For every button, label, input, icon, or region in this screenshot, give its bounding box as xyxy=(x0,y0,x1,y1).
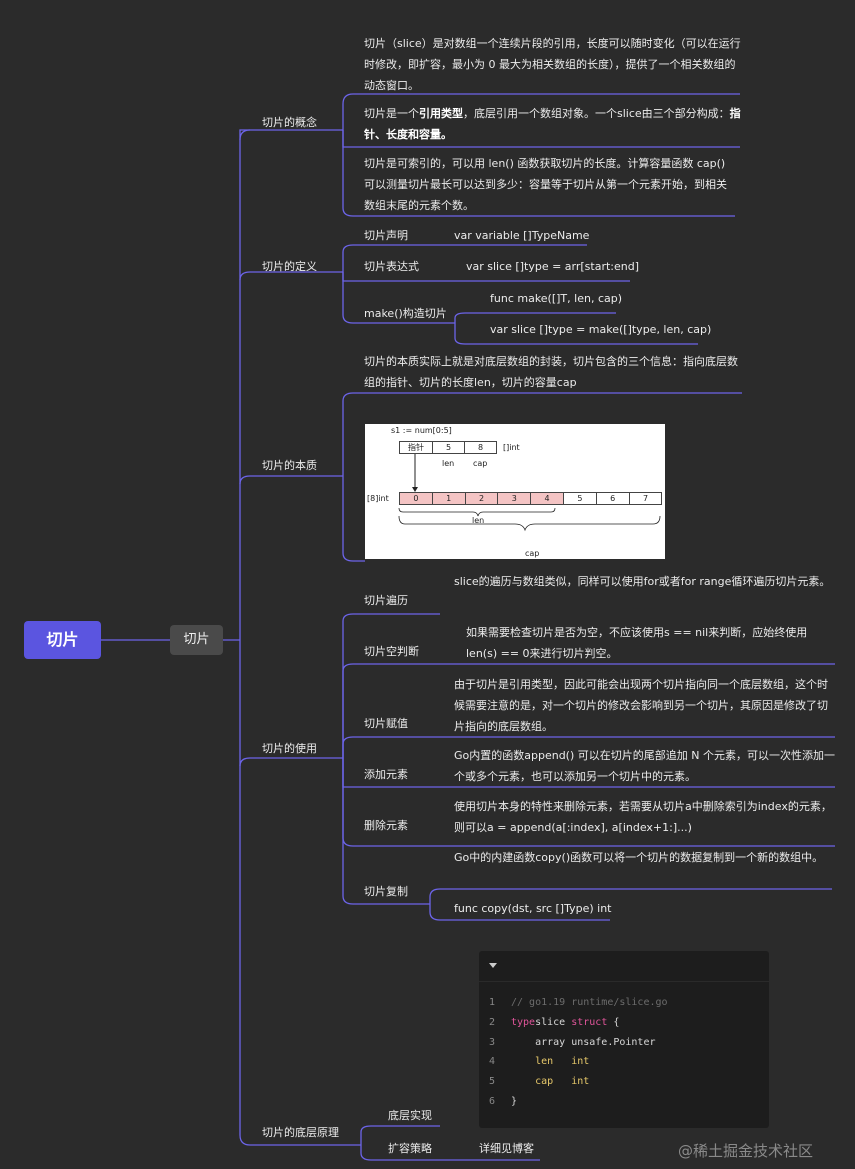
diagram-array-cell: 4 xyxy=(530,492,564,505)
code-line-number: 4 xyxy=(489,1056,496,1068)
code-line-number: 6 xyxy=(489,1096,496,1107)
def-make-sig[interactable]: func make([]T, len, cap) xyxy=(490,292,622,305)
usage-append-label[interactable]: 添加元素 xyxy=(364,768,408,781)
def-make-label[interactable]: make()构造切片 xyxy=(364,307,447,320)
diagram-array-cell: 6 xyxy=(595,492,630,505)
diagram-cap-cell: 8 xyxy=(464,441,497,454)
concept-text-3[interactable]: 切片是可索引的，可以用 len() 函数获取切片的长度。计算容量函数 cap()… xyxy=(364,157,727,212)
diagram-brace-len: len xyxy=(472,516,485,525)
def-decl-value[interactable]: var variable []TypeName xyxy=(454,229,590,242)
branch-definition[interactable]: 切片的定义 xyxy=(262,260,317,273)
principle-grow-label[interactable]: 扩容策略 xyxy=(388,1142,432,1155)
code-line: cap int xyxy=(511,1076,590,1088)
def-make-use[interactable]: var slice []type = make([]type, len, cap… xyxy=(490,323,712,336)
usage-traverse-text[interactable]: slice的遍历与数组类似，同样可以使用for或者for range循环遍历切片… xyxy=(454,575,831,588)
code-line: array unsafe.Pointer xyxy=(511,1036,656,1048)
diagram-array-cell: 5 xyxy=(563,492,597,505)
code-line-number: 3 xyxy=(489,1036,496,1048)
principle-grow-value[interactable]: 详细见博客 xyxy=(479,1142,534,1155)
usage-append-text[interactable]: Go内置的函数append() 可以在切片的尾部追加 N 个元素，可以一次性添加… xyxy=(454,749,835,783)
concept-text-2c: ，底层引用一个数组对象。一个slice由三个部分构成： xyxy=(463,107,730,120)
concept-text-2a: 切片是一个 xyxy=(364,107,419,120)
code-line-number: 1 xyxy=(489,997,496,1008)
concept-text-2d: 指针、长度和容量。 xyxy=(364,107,741,141)
usage-copy-sig[interactable]: func copy(dst, src []Type) int xyxy=(454,902,612,915)
branch-essence[interactable]: 切片的本质 xyxy=(262,459,317,472)
diagram-cap-label: cap xyxy=(473,459,488,468)
concept-text-2b: 引用类型 xyxy=(419,107,463,120)
def-expr-label[interactable]: 切片表达式 xyxy=(364,260,419,273)
code-line: // go1.19 runtime/slice.go xyxy=(511,997,668,1008)
code-line: typeslice struct { xyxy=(511,1016,620,1028)
branch-usage[interactable]: 切片的使用 xyxy=(262,742,317,755)
diagram-s1-label: s1 := num[0:5] xyxy=(391,426,452,435)
usage-delete-label[interactable]: 删除元素 xyxy=(364,819,408,832)
usage-assign-label[interactable]: 切片赋值 xyxy=(364,717,408,730)
level1-node[interactable]: 切片 xyxy=(170,625,223,655)
watermark: @稀土掘金技术社区 xyxy=(678,1142,814,1160)
def-expr-value[interactable]: var slice []type = arr[start:end] xyxy=(466,260,640,273)
concept-text-1[interactable]: 切片（slice）是对数组一个连续片段的引用，长度可以随时变化（可以在运行时修改… xyxy=(364,37,741,92)
concept-text-2[interactable]: 切片是一个引用类型，底层引用一个数组对象。一个slice由三个部分构成：指针、长… xyxy=(364,103,742,145)
usage-delete-text[interactable]: 使用切片本身的特性来删除元素，若需要从切片a中删除索引为index的元素，则可以… xyxy=(454,800,832,834)
collapse-icon[interactable] xyxy=(489,963,497,968)
branch-concept[interactable]: 切片的概念 xyxy=(262,116,317,129)
diagram-array-cell: 1 xyxy=(431,492,466,505)
code-line-number: 5 xyxy=(489,1076,496,1088)
slice-diagram: s1 := num[0:5] 指针 5 8 []int len cap [8]i… xyxy=(365,424,665,559)
code-line-number: 2 xyxy=(489,1016,496,1028)
principle-impl-label[interactable]: 底层实现 xyxy=(388,1109,432,1122)
essence-text[interactable]: 切片的本质实际上就是对底层数组的封装，切片包含的三个信息：指向底层数组的指针、切… xyxy=(364,355,738,389)
code-line: len int xyxy=(511,1056,590,1068)
code-line: } xyxy=(511,1096,518,1107)
diagram-array-cell: 0 xyxy=(399,492,433,505)
diagram-array-cell: 3 xyxy=(497,492,532,505)
usage-copy-text[interactable]: Go中的内建函数copy()函数可以将一个切片的数据复制到一个新的数组中。 xyxy=(454,851,824,864)
usage-empty-label[interactable]: 切片空判断 xyxy=(364,645,419,658)
diagram-brace-cap: cap xyxy=(525,549,540,558)
diagram-pointer-arrow xyxy=(398,454,661,532)
def-decl-label[interactable]: 切片声明 xyxy=(364,229,408,242)
diagram-array-cell: 2 xyxy=(464,492,499,505)
code-block[interactable]: 1 // go1.19 runtime/slice.go 2 typeslice st… xyxy=(479,951,769,1128)
usage-copy-label[interactable]: 切片复制 xyxy=(364,885,408,898)
usage-assign-text[interactable]: 由于切片是引用类型，因此可能会出现两个切片指向同一个底层数组，这个时候需要注意的… xyxy=(454,678,828,733)
diagram-len-label: len xyxy=(442,459,455,468)
usage-empty-text[interactable]: 如果需要检查切片是否为空，不应该使用s == nil来判断，应始终使用len(s… xyxy=(466,626,808,660)
branch-principle[interactable]: 切片的底层原理 xyxy=(262,1126,339,1139)
code-header xyxy=(479,951,769,982)
diagram-array-cell: 7 xyxy=(628,492,663,505)
diagram-int-type: []int xyxy=(503,443,520,452)
diagram-arr-type: [8]int xyxy=(367,494,389,503)
usage-traverse-label[interactable]: 切片遍历 xyxy=(364,594,408,607)
root-node[interactable]: 切片 xyxy=(24,621,101,659)
